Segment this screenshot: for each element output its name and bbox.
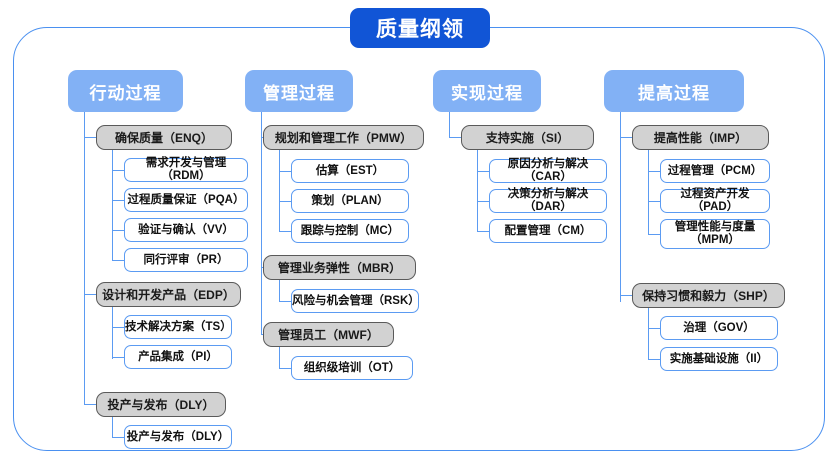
connector-si-i1	[477, 171, 489, 173]
leaf-pcm[interactable]: 过程管理（PCM）	[660, 159, 770, 183]
connector-enq-trunk2	[112, 250, 114, 260]
connector-pmw-i3	[279, 231, 291, 233]
connector-col4-g1	[620, 137, 632, 139]
group-mwf[interactable]: 管理员工（MWF）	[263, 322, 394, 347]
group-pmw[interactable]: 规划和管理工作（PMW）	[263, 125, 424, 150]
connector-dly-i1	[112, 437, 124, 439]
connector-mbr-trunk	[279, 280, 281, 302]
group-imp[interactable]: 提高性能（IMP）	[632, 125, 769, 150]
connector-imp-i2	[648, 201, 660, 203]
leaf-vv[interactable]: 验证与确认（VV）	[124, 218, 248, 242]
column-header-improve[interactable]: 提高过程	[604, 70, 744, 112]
leaf-rdm[interactable]: 需求开发与管理（RDM）	[124, 157, 248, 182]
connector-col4-g2	[620, 295, 632, 297]
connector-pmw-i2	[279, 201, 291, 203]
connector-si-trunk	[477, 150, 479, 232]
connector-col4-trunk	[620, 112, 622, 302]
leaf-rsk[interactable]: 风险与机会管理（RSK）	[291, 289, 420, 313]
connector-col1-g1	[84, 137, 96, 139]
leaf-gov[interactable]: 治理（GOV）	[660, 316, 778, 340]
leaf-car[interactable]: 原因分析与解决（CAR）	[489, 158, 607, 183]
connector-shp-i1	[648, 328, 660, 330]
leaf-pad[interactable]: 过程资产开发（PAD）	[660, 188, 770, 213]
connector-shp-trunk	[648, 308, 650, 360]
group-shp[interactable]: 保持习惯和毅力（SHP）	[632, 283, 785, 308]
connector-shp-i2	[648, 359, 660, 361]
leaf-ts[interactable]: 技术解决方案（TS）	[124, 315, 232, 339]
group-edp[interactable]: 设计和开发产品（EDP）	[96, 282, 241, 307]
connector-enq-i4	[112, 260, 124, 262]
connector-edp-trunk	[112, 307, 114, 359]
connector-col3-trunk	[449, 112, 451, 138]
connector-dly-trunk	[112, 417, 114, 438]
connector-col1-g2	[84, 294, 96, 296]
column-header-action[interactable]: 行动过程	[68, 70, 183, 112]
leaf-ot[interactable]: 组织级培训（OT）	[291, 356, 413, 380]
connector-si-i3	[477, 231, 489, 233]
connector-enq-i2	[112, 200, 124, 202]
connector-mbr-i1	[279, 301, 291, 303]
connector-enq-i1	[112, 170, 124, 172]
connector-mwf-trunk	[279, 347, 281, 369]
connector-edp-i2	[112, 357, 124, 359]
connector-enq-i3	[112, 230, 124, 232]
leaf-plan[interactable]: 策划（PLAN）	[291, 189, 409, 213]
connector-pmw-i1	[279, 171, 291, 173]
connector-mwf-i1	[279, 368, 291, 370]
leaf-cm[interactable]: 配置管理（CM）	[489, 219, 607, 243]
group-dly[interactable]: 投产与发布（DLY）	[96, 392, 226, 417]
connector-pmw-trunk	[279, 150, 281, 232]
leaf-dly[interactable]: 投产与发布（DLY）	[124, 425, 232, 449]
connector-imp-i3	[648, 234, 660, 236]
leaf-mc[interactable]: 跟踪与控制（MC）	[291, 219, 409, 243]
connector-edp-i1	[112, 327, 124, 329]
connector-imp-trunk	[648, 150, 650, 235]
leaf-dar[interactable]: 决策分析与解决（DAR）	[489, 188, 607, 213]
leaf-est[interactable]: 估算（EST）	[291, 159, 409, 183]
connector-si-i2	[477, 201, 489, 203]
column-header-manage[interactable]: 管理过程	[245, 70, 353, 112]
group-enq[interactable]: 确保质量（ENQ）	[96, 125, 232, 150]
column-header-implement[interactable]: 实现过程	[433, 70, 541, 112]
connector-col1-g3	[84, 404, 96, 406]
connector-col2-trunk	[261, 112, 263, 334]
group-mbr[interactable]: 管理业务弹性（MBR）	[263, 255, 416, 280]
leaf-pr[interactable]: 同行评审（PR）	[124, 248, 248, 272]
leaf-pqa[interactable]: 过程质量保证（PQA）	[124, 188, 248, 212]
root-title-box[interactable]: 质量纲领	[350, 8, 490, 48]
connector-imp-i1	[648, 171, 660, 173]
leaf-mpm[interactable]: 管理性能与度量（MPM）	[660, 219, 770, 249]
leaf-ii[interactable]: 实施基础设施（II）	[660, 347, 778, 371]
connector-col3-g1	[449, 137, 461, 139]
leaf-pi[interactable]: 产品集成（PI）	[124, 345, 232, 369]
connector-col1-trunk	[84, 112, 86, 404]
group-si[interactable]: 支持实施（SI）	[461, 125, 594, 150]
